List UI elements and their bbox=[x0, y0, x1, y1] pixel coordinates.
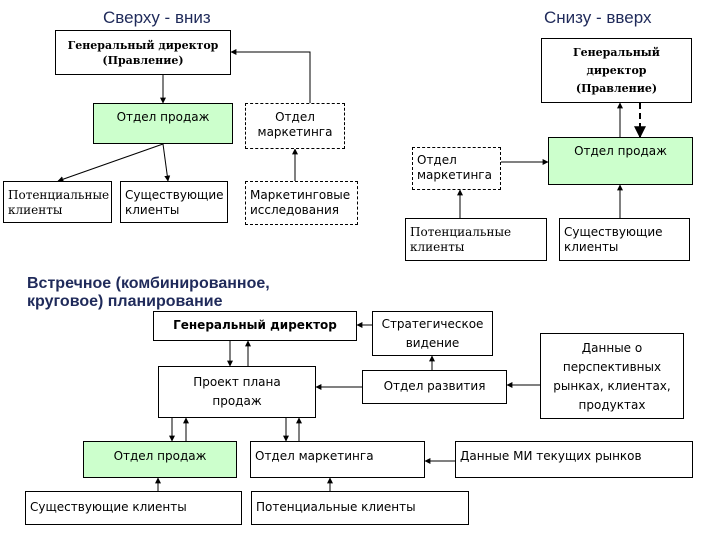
td-research-box: Маркетинговые исследования bbox=[245, 181, 358, 225]
bu-potential-box: Потенциальные клиенты bbox=[405, 218, 547, 261]
td-potential-box: Потенциальные клиенты bbox=[3, 181, 112, 223]
c-sales-box: Отдел продаж bbox=[83, 441, 237, 478]
bu-marketing-box: Отдел маркетинга bbox=[412, 147, 501, 190]
bu-ceo-box: Генеральный директор (Правление) bbox=[541, 38, 692, 103]
bu-sales-box: Отдел продаж bbox=[548, 137, 693, 185]
td-ceo-box: Генеральный директор (Правление) bbox=[55, 30, 231, 75]
td-existing-box: Существующие клиенты bbox=[120, 181, 228, 223]
td-sales-box: Отдел продаж bbox=[93, 103, 233, 144]
bu-existing-box: Существующие клиенты bbox=[559, 218, 690, 261]
td-marketing-box: Отдел маркетинга bbox=[245, 103, 345, 149]
c-potential-box: Потенциальные клиенты bbox=[251, 491, 469, 525]
c-development-box: Отдел развития bbox=[362, 370, 507, 404]
line-sales-to-potential bbox=[57, 143, 164, 183]
c-mi-data-box: Данные МИ текущих рынков bbox=[455, 441, 693, 478]
c-prospective-box: Данные о перспективных рынках, клиентах,… bbox=[540, 333, 684, 419]
title-combined-line1: Встречное (комбинированное, bbox=[27, 275, 270, 292]
c-plan-box: Проект плана продаж bbox=[158, 366, 316, 418]
c-existing-box: Существующие клиенты bbox=[25, 491, 242, 525]
title-combined-line2: круговое) планирование bbox=[27, 293, 223, 310]
c-marketing-box: Отдел маркетинга bbox=[250, 441, 425, 478]
line-marketing-to-ceo bbox=[230, 49, 311, 103]
title-bottom-up: Снизу - вверх bbox=[544, 8, 652, 27]
title-combined: Встречное (комбинированное, круговое) пл… bbox=[27, 275, 270, 311]
title-top-down: Сверху - вниз bbox=[103, 8, 211, 27]
c-ceo-box: Генеральный директор bbox=[153, 311, 357, 341]
line-sales-to-existing bbox=[162, 143, 171, 182]
c-vision-box: Стратегическое видение bbox=[372, 311, 493, 356]
